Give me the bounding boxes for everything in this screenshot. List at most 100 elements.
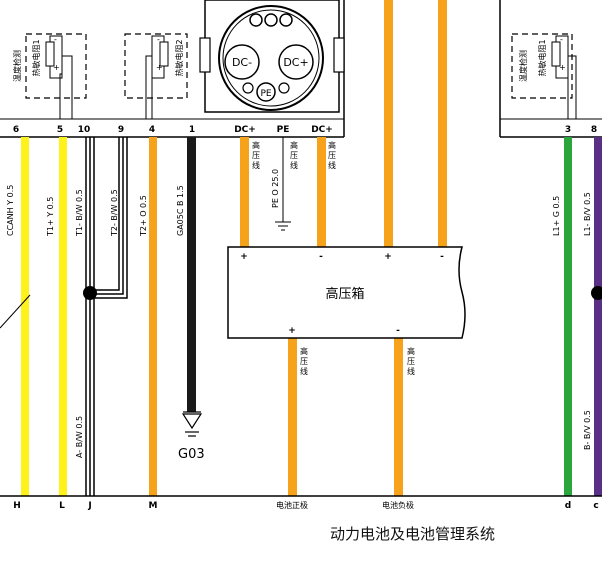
connector-dc-plus: DC+ (283, 56, 308, 69)
hv-box-plus-1: + (240, 252, 248, 262)
svg-text:压: 压 (328, 151, 336, 160)
svg-text:线: 线 (407, 366, 415, 376)
wire-t1-minus (85, 137, 95, 496)
pin-5: 5 (57, 125, 63, 135)
label-t2-minus: T2- B/W 0.5 (110, 189, 119, 237)
wire-ga05c (187, 137, 196, 412)
svg-text:高: 高 (328, 140, 336, 150)
hv-wire-labels: 高 压 线 高 压 线 高 压 线 高 压 线 高 压 线 (252, 140, 415, 376)
sensor-leads (59, 55, 577, 119)
temperature-sensor-1: 温度检测 热敏电阻1 - + (12, 33, 87, 99)
hv-box-plus-bottom: + (288, 326, 296, 336)
sensor-1-plus: + (53, 63, 60, 72)
label-l1-minus: L1- B/V 0.5 (583, 192, 592, 236)
pin-10: 10 (78, 125, 91, 135)
thermistor-2-label: 热敏电阻2 (174, 39, 184, 76)
svg-text:高: 高 (407, 346, 415, 356)
temperature-sensor-3: 温度检测 热敏电阻1 - + (511, 33, 573, 99)
label-t1-minus: T1- B/W 0.5 (75, 189, 84, 237)
svg-text:压: 压 (300, 357, 308, 366)
label-a-minus: A- B/W 0.5 (75, 416, 84, 458)
g03-ground-symbol (181, 411, 203, 437)
svg-text:线: 线 (252, 160, 260, 170)
diagram-title: 动力电池及电池管理系统 (330, 525, 496, 543)
wire-l1-minus (594, 137, 602, 496)
thermistor-3-label: 热敏电阻1 (537, 39, 547, 76)
sensor-3-plus: + (559, 63, 566, 72)
svg-text:压: 压 (290, 151, 298, 160)
svg-text:高: 高 (290, 140, 298, 150)
label-t1-plus: T1+ Y 0.5 (46, 197, 55, 237)
bottom-pin-labels: H L J M 电池正极 电池负极 d c (13, 500, 598, 511)
wire-hv-top-1 (384, 0, 393, 247)
pin-j: J (87, 501, 91, 511)
pin-dc-plus-right: DC+ (311, 125, 333, 135)
svg-text:线: 线 (290, 160, 298, 170)
wire-ccanh (21, 137, 29, 496)
thermistor-1-label: 热敏电阻1 (31, 39, 41, 76)
wire-hv-dc-plus (240, 137, 249, 247)
pin-d: d (565, 501, 571, 511)
splice-point-right (591, 286, 602, 300)
hv-connector: DC- DC+ PE (199, 0, 345, 113)
label-ga05c: GA05C B 1.5 (176, 185, 185, 236)
pin-m: M (149, 501, 158, 511)
wire-battery-negative (394, 338, 403, 496)
hv-label-2: 高 压 线 (290, 140, 298, 170)
hv-label-4: 高 压 线 (300, 346, 308, 376)
pin-6: 6 (13, 125, 19, 135)
wire-hv-top-2 (438, 0, 447, 247)
connector-dc-minus: DC- (232, 56, 252, 69)
pin-4: 4 (149, 125, 155, 135)
sensor-3-minus: - (560, 35, 563, 44)
pin-1: 1 (189, 125, 195, 135)
hv-box: 高压箱 + - + - + - (227, 246, 466, 339)
temperature-sensor-2: 热敏电阻2 - + (124, 33, 188, 99)
svg-text:压: 压 (252, 151, 260, 160)
pin-pe: PE (277, 125, 290, 135)
hv-label-5: 高 压 线 (407, 346, 415, 376)
hv-box-minus-bottom: - (396, 326, 400, 336)
pin-dc-plus-left: DC+ (234, 125, 256, 135)
wire-battery-positive (288, 338, 297, 496)
sensor-3-label: 温度检测 (518, 50, 528, 82)
pin-3: 3 (565, 125, 571, 135)
hv-box-minus-1: - (319, 252, 323, 262)
svg-text:线: 线 (328, 160, 336, 170)
hv-label-1: 高 压 线 (252, 140, 260, 170)
hv-box-title: 高压箱 (325, 286, 364, 302)
label-t2-plus: T2+ O 0.5 (139, 195, 148, 237)
g03-label: G03 (178, 447, 205, 462)
top-pin-labels: 6 5 10 9 4 1 DC+ PE DC+ 3 8 (13, 125, 597, 135)
label-pe-o: PE O 25.0 (271, 169, 280, 208)
hv-box-minus-2: - (440, 252, 444, 262)
right-module-outline (499, 0, 602, 138)
sensor-2-minus: - (157, 35, 160, 44)
sensor-1-label: 温度检测 (12, 50, 22, 82)
splice-point-left (83, 286, 97, 300)
label-ccanh: CCANH Y 0.5 (6, 185, 15, 236)
pin-battery-positive: 电池正极 (276, 500, 308, 510)
svg-text:线: 线 (300, 366, 308, 376)
wire-t2-plus (149, 137, 157, 496)
wire-spec-labels: CCANH Y 0.5 T1+ Y 0.5 T1- B/W 0.5 T2- B/… (6, 169, 592, 458)
wires (0, 0, 602, 496)
sensor-2-plus: + (156, 63, 163, 72)
pin-9: 9 (118, 125, 124, 135)
svg-text:压: 压 (407, 357, 415, 366)
pe-ground-symbol (275, 221, 291, 231)
sensor-1-minus: - (54, 35, 57, 44)
connector-pe: PE (260, 89, 271, 99)
wire-t2-minus (94, 137, 128, 299)
label-b-minus: B- B/V 0.5 (583, 410, 592, 450)
pin-c: c (593, 501, 598, 511)
svg-text:高: 高 (300, 346, 308, 356)
wire-l1-plus (564, 137, 572, 496)
pin-l: L (59, 501, 65, 511)
pin-h: H (13, 501, 21, 511)
hv-label-3: 高 压 线 (328, 140, 336, 170)
label-l1-plus: L1+ G 0.5 (552, 196, 561, 236)
wire-hv-dc-plus-2 (317, 137, 326, 247)
pin-battery-negative: 电池负极 (382, 500, 414, 510)
